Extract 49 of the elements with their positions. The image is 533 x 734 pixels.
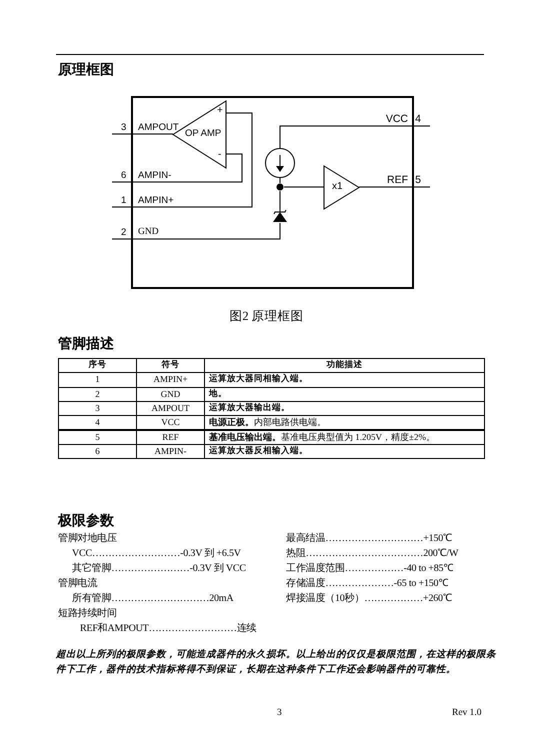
- parameter-line: 最高结温…………………………+150℃: [286, 532, 452, 545]
- table-cell: 电源正极。内部电路供电端。: [204, 415, 485, 430]
- section-heading: 管脚描述: [58, 335, 114, 353]
- parameter-group-heading: 管脚对地电压: [58, 532, 117, 545]
- pin-number: 6: [121, 170, 126, 181]
- wire: [112, 112, 252, 208]
- warning-note: 超出以上所列的极限参数，可能造成器件的永久损坏。以上给出的仅仅是极限范围，在这样的极限条件下工作，器件的技术指标将得不到保证，长期在这种条件下工作还会影响器件的可靠性。: [56, 648, 496, 677]
- parameter-group-heading: 管脚电流: [58, 577, 98, 590]
- table-cell: 5: [58, 430, 137, 445]
- gain-label: x1: [332, 181, 343, 192]
- op-amp-label: OP AMP: [185, 128, 222, 139]
- parameter-line: 其它管脚……………………-0.3V 到 VCC: [72, 562, 246, 575]
- table-header-cell: 功能描述: [204, 358, 485, 374]
- page-number: 3: [277, 708, 282, 718]
- parameter-line: REF和AMPOUT………………………连续: [80, 622, 256, 635]
- table-cell: 运算放大器反相输入端。: [204, 444, 485, 460]
- plus-sign: +: [217, 105, 223, 116]
- wire: [358, 186, 430, 188]
- section-heading: 原理框图: [58, 61, 114, 79]
- minus-sign: -: [218, 149, 222, 160]
- pin-number: 1: [121, 195, 126, 206]
- pin-name: AMPIN-: [138, 170, 172, 181]
- parameter-line: VCC………………………-0.3V 到 +6.5V: [72, 547, 241, 560]
- section-heading: 极限参数: [58, 512, 114, 530]
- parameter-line: 工作温度范围………………-40 to +85℃: [286, 562, 454, 575]
- pin-name: AMPOUT: [138, 122, 179, 133]
- table-cell: 4: [58, 415, 137, 430]
- parameter-line: 存储温度…………………-65 to +150℃: [286, 577, 448, 590]
- pin-number: 4: [415, 114, 421, 125]
- revision-label: Rev 1.0: [452, 708, 482, 718]
- table-cell: 6: [58, 444, 137, 460]
- pin-name: VCC: [386, 114, 408, 125]
- pin-name: GND: [138, 227, 159, 238]
- pin-number: 2: [121, 227, 126, 238]
- parameter-line: 热阻………………………………200℃/W: [286, 547, 458, 560]
- wire: [112, 222, 280, 240]
- parameter-line: 所有管脚…………………………20mA: [72, 592, 234, 605]
- figure-caption: 图2 原理框图: [228, 308, 305, 325]
- wire: [112, 154, 242, 182]
- wire: [284, 186, 324, 188]
- parameter-group-heading: 短路持续时间: [58, 607, 117, 620]
- table-cell: 基准电压输出端。基准电压典型值为 1.205V，精度±2%。: [204, 430, 485, 445]
- pin-name: AMPIN+: [138, 195, 174, 206]
- pin-number: 3: [121, 122, 126, 133]
- pin-number: 5: [415, 175, 421, 186]
- wire: [280, 126, 430, 148]
- parameter-line: 焊接温度（10秒）………………+260℃: [286, 592, 452, 605]
- pin-name: REF: [387, 175, 408, 186]
- table-header-cell: 序号: [58, 358, 137, 374]
